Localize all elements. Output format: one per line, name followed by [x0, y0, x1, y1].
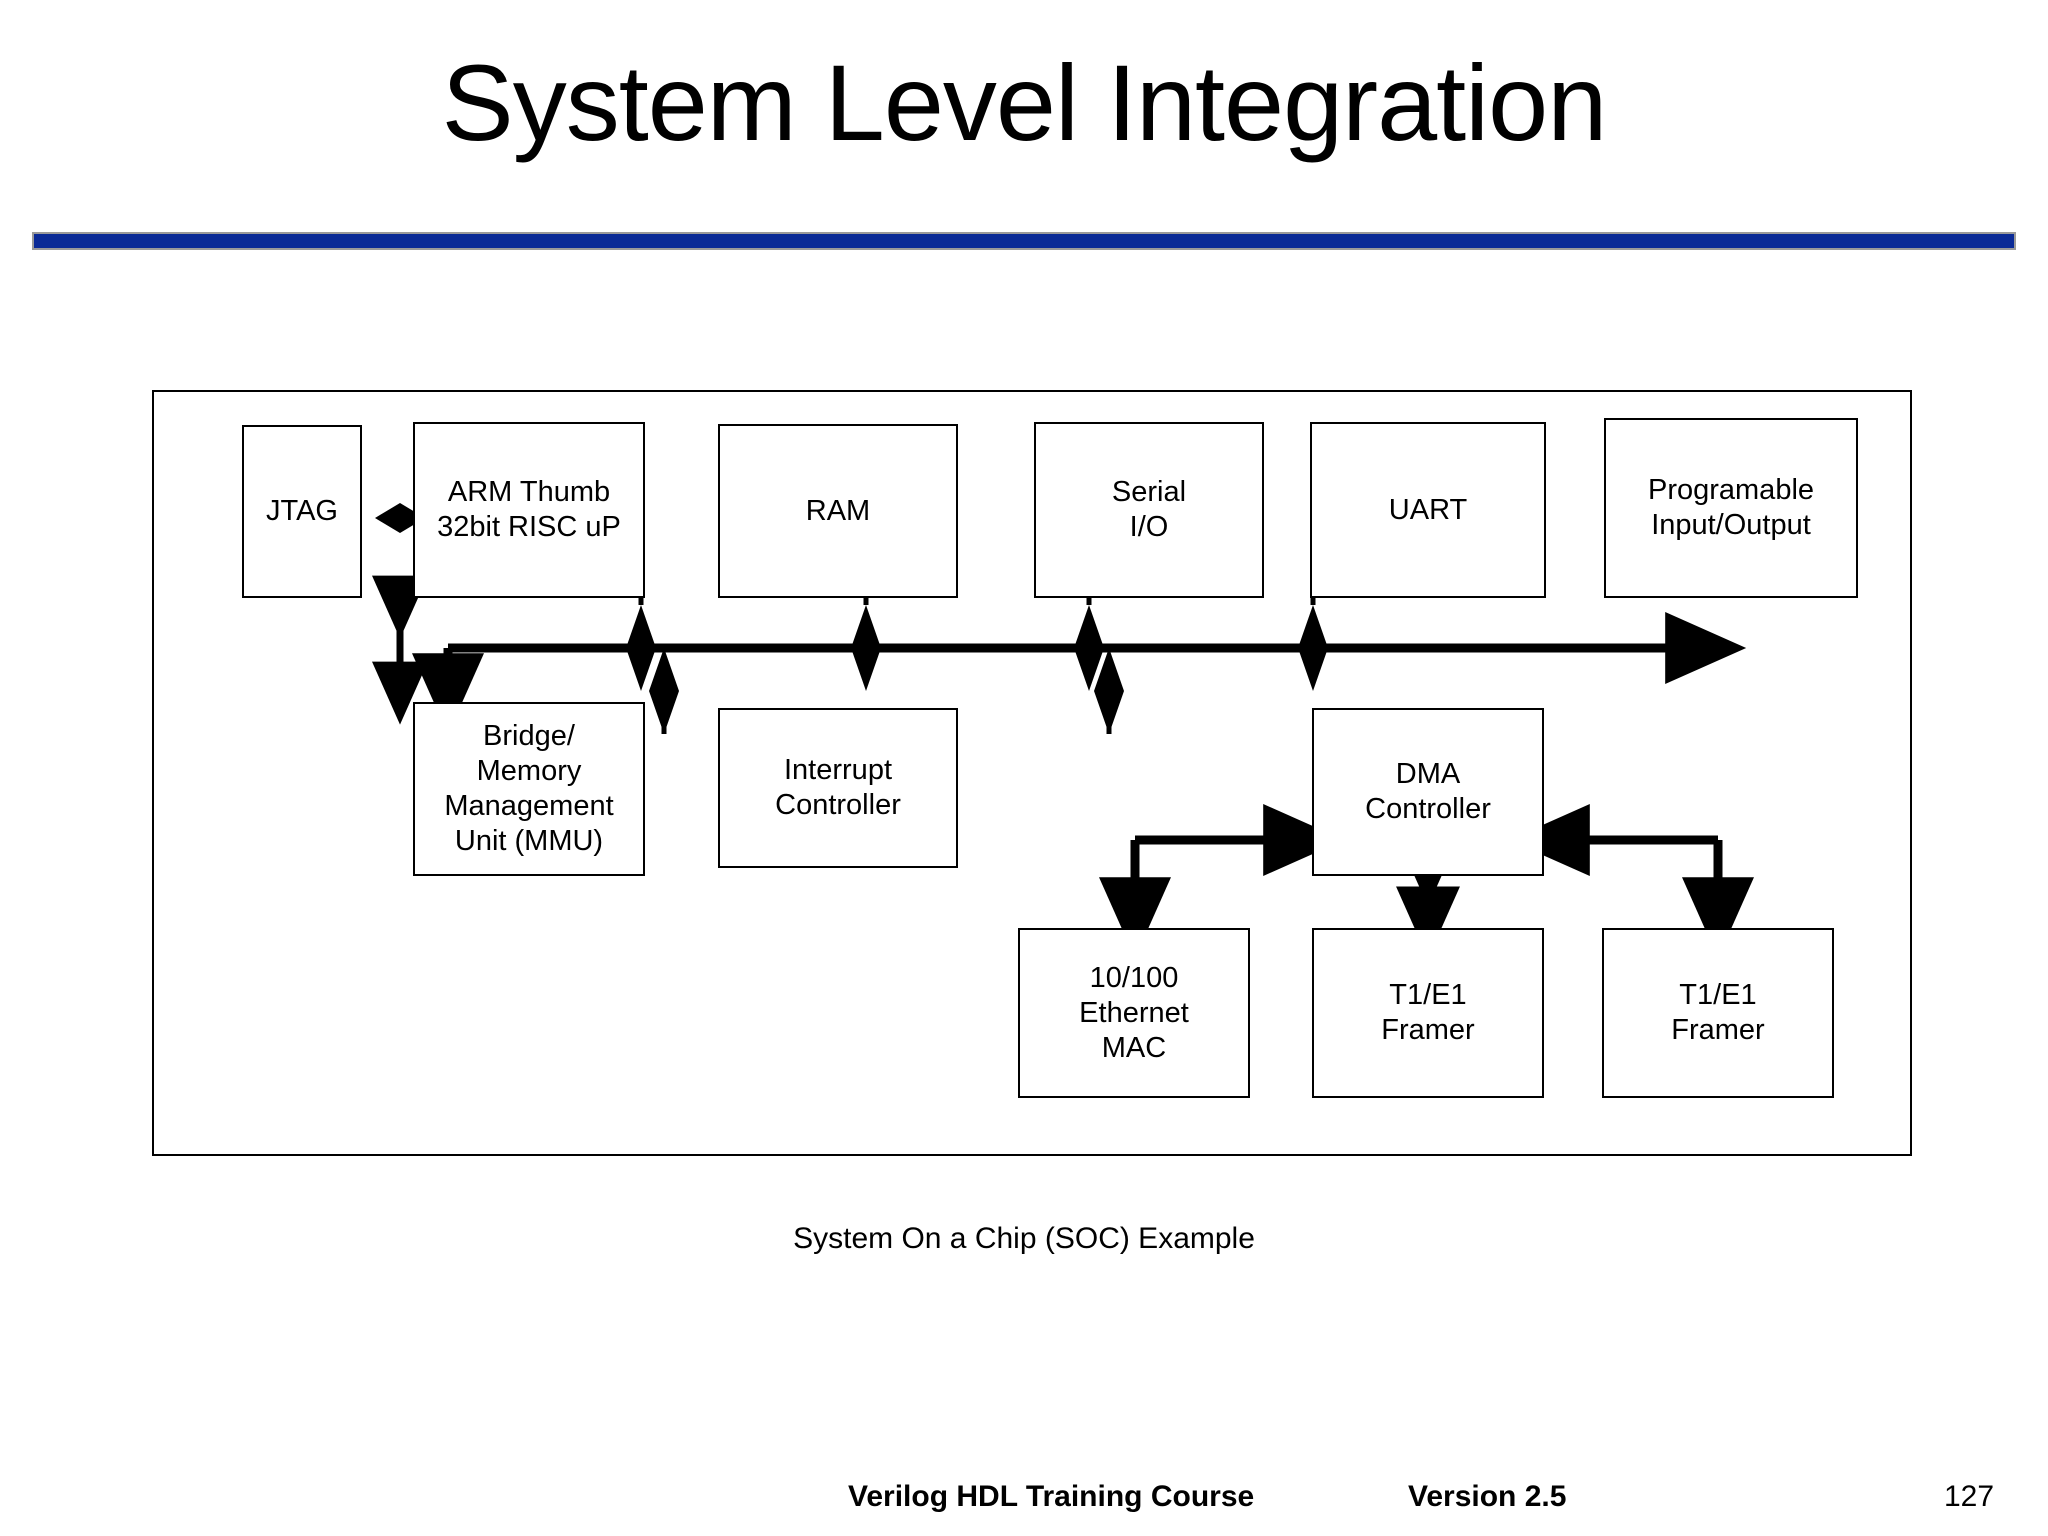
node-jtag-label: JTAG [266, 495, 338, 527]
node-t1e1-framer-2-label: T1/E1 Framer [1671, 979, 1765, 1046]
node-ram[interactable]: RAM [718, 424, 958, 598]
node-serial-io[interactable]: Serial I/O [1034, 422, 1264, 598]
footer-version: Version 2.5 [1408, 1480, 1567, 1513]
node-uart[interactable]: UART [1310, 422, 1546, 598]
node-programable-io[interactable]: Programable Input/Output [1604, 418, 1858, 598]
node-programable-io-label: Programable Input/Output [1647, 474, 1815, 541]
node-t1e1-framer-1[interactable]: T1/E1 Framer [1312, 928, 1544, 1098]
node-ram-label: RAM [805, 494, 871, 527]
node-bridge-mmu[interactable]: Bridge/ Memory Management Unit (MMU) [413, 702, 645, 876]
node-ethernet-mac[interactable]: 10/100 Ethernet MAC [1018, 928, 1250, 1098]
node-uart-label: UART [1388, 493, 1468, 526]
node-interrupt-controller[interactable]: Interrupt Controller [718, 708, 958, 868]
footer-course-name: Verilog HDL Training Course [848, 1480, 1255, 1513]
slide-footer: Verilog HDL Training Course Version 2.5 … [0, 1480, 2048, 1526]
title-divider-rule [32, 232, 2016, 250]
node-t1e1-framer-1-label: T1/E1 Framer [1381, 979, 1475, 1046]
node-t1e1-framer-2[interactable]: T1/E1 Framer [1602, 928, 1834, 1098]
footer-page-number: 127 [1944, 1480, 1995, 1513]
node-jtag[interactable]: JTAG [242, 425, 362, 598]
node-bridge-mmu-label: Bridge/ Memory Management Unit (MMU) [444, 720, 614, 857]
page-title: System Level Integration [441, 42, 1608, 163]
node-dma-controller-label: DMA Controller [1365, 758, 1491, 825]
node-ethernet-mac-label: 10/100 Ethernet MAC [1079, 961, 1189, 1064]
node-interrupt-controller-label: Interrupt Controller [775, 754, 901, 821]
node-serial-io-label: Serial I/O [1111, 476, 1187, 543]
node-arm-thumb[interactable]: ARM Thumb 32bit RISC uP [413, 422, 645, 598]
node-arm-thumb-label: ARM Thumb 32bit RISC uP [437, 476, 621, 543]
node-dma-controller[interactable]: DMA Controller [1312, 708, 1544, 876]
diagram-caption: System On a Chip (SOC) Example [793, 1222, 1255, 1255]
